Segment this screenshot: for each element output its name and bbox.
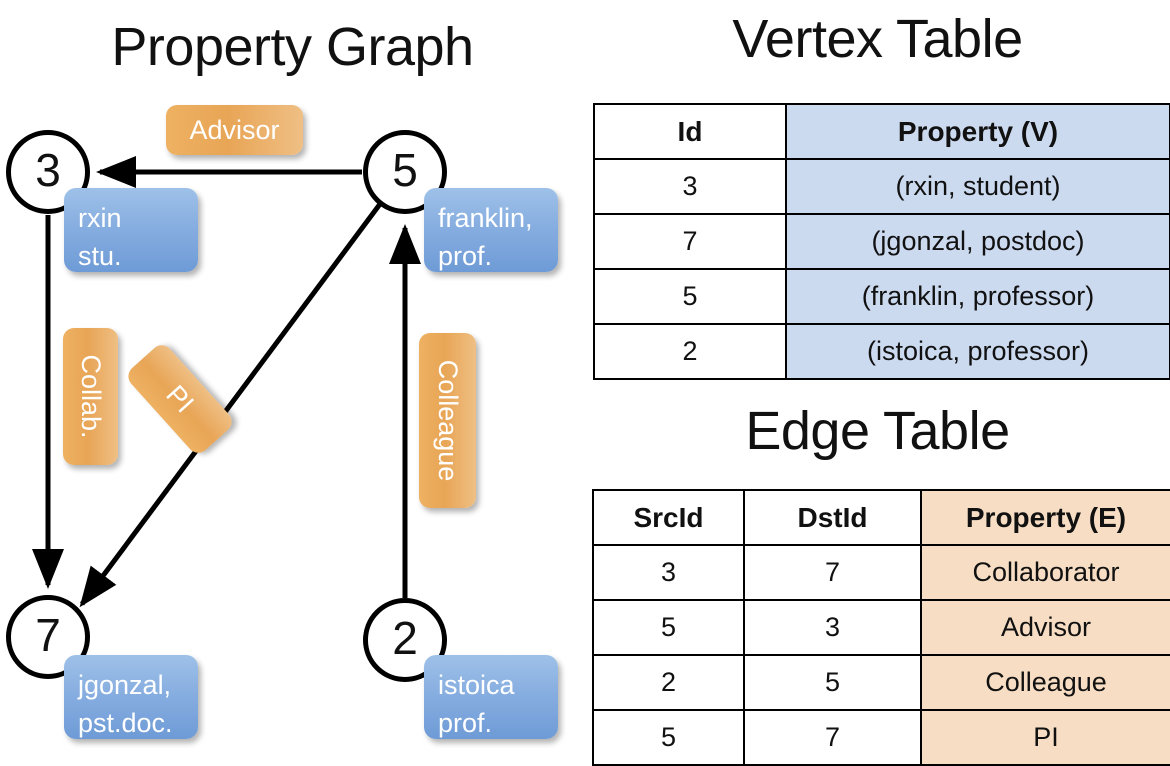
vertex-property-callout-7-line1: jgonzal, xyxy=(78,670,172,700)
graph-node-3-label: 3 xyxy=(35,144,61,196)
page-title-edge-table: Edge Table xyxy=(745,401,1010,461)
edge-table-col-srcid: SrcId xyxy=(592,489,745,546)
edge-row-3-property: PI xyxy=(920,709,1170,766)
edge-row-2-dst: 5 xyxy=(743,654,922,711)
vertex-property-callout-3-line2: stu. xyxy=(78,241,122,272)
vertex-property-callout-5-line1: franklin, xyxy=(438,203,533,233)
edge-row-0-property: Collaborator xyxy=(920,544,1170,601)
vertex-row-2-property: (franklin, professor) xyxy=(785,268,1170,325)
graph-edges-svg xyxy=(32,156,421,608)
table-row[interactable]: 7 (jgonzal, postdoc) xyxy=(593,213,1170,270)
vertex-table-col-id: Id xyxy=(593,103,787,160)
edge-row-0-dst: 7 xyxy=(743,544,922,601)
edge-row-2-src: 2 xyxy=(592,654,745,711)
table-row[interactable]: 5 7 PI xyxy=(592,709,1170,766)
vertex-row-2-id: 5 xyxy=(593,268,787,325)
vertex-row-0-property: (rxin, student) xyxy=(785,158,1170,215)
vertex-property-callout-3: rxin stu. xyxy=(64,188,198,272)
edge-row-1-src: 5 xyxy=(592,599,745,656)
vertex-row-3-property: (istoica, professor) xyxy=(785,323,1170,380)
table-row[interactable]: 3 (rxin, student) xyxy=(593,158,1170,215)
page-title-property-graph: Property Graph xyxy=(111,17,474,77)
vertex-property-callout-2-line1: istoica xyxy=(438,670,515,700)
vertex-property-callout-2-line2: prof. xyxy=(438,708,493,739)
graph-node-2-label: 2 xyxy=(392,612,418,664)
vertex-table-col-property: Property (V) xyxy=(785,103,1170,160)
vertex-property-callout-5: franklin, prof. xyxy=(424,188,558,272)
table-row[interactable]: 5 3 Advisor xyxy=(592,599,1170,656)
edge-row-2-property: Colleague xyxy=(920,654,1170,711)
edge-table-col-property: Property (E) xyxy=(920,489,1170,546)
edge-label-advisor-text: Advisor xyxy=(189,114,280,145)
vertex-property-callout-7: jgonzal, pst.doc. xyxy=(64,655,198,739)
edge-label-colleague-text: Colleague xyxy=(433,359,463,482)
edge-label-collaborator: Collab. xyxy=(63,328,118,465)
edge-row-3-dst: 7 xyxy=(743,709,922,766)
vertex-table-header-row: Id Property (V) xyxy=(593,103,1170,160)
vertex-table: Id Property (V) 3 (rxin, student) 7 (jgo… xyxy=(593,103,1170,380)
vertex-row-3-id: 2 xyxy=(593,323,787,380)
edge-table-header-row: SrcId DstId Property (E) xyxy=(592,489,1170,546)
vertex-row-1-property: (jgonzal, postdoc) xyxy=(785,213,1170,270)
vertex-property-callout-3-line1: rxin xyxy=(78,203,122,233)
table-row[interactable]: 5 (franklin, professor) xyxy=(593,268,1170,325)
vertex-row-1-id: 7 xyxy=(593,213,787,270)
table-row[interactable]: 2 5 Colleague xyxy=(592,654,1170,711)
edge-row-0-src: 3 xyxy=(592,544,745,601)
graph-node-7-label: 7 xyxy=(35,609,61,661)
edge-label-advisor: Advisor xyxy=(166,105,303,155)
table-row[interactable]: 3 7 Collaborator xyxy=(592,544,1170,601)
vertex-property-callout-2: istoica prof. xyxy=(424,655,558,739)
edge-row-3-src: 5 xyxy=(592,709,745,766)
page-title-vertex-table: Vertex Table xyxy=(732,9,1023,69)
edge-table: SrcId DstId Property (E) 3 7 Collaborato… xyxy=(592,489,1170,766)
edge-table-col-dstid: DstId xyxy=(743,489,922,546)
edge-5-to-7 xyxy=(79,202,383,608)
vertex-property-callout-5-line2: prof. xyxy=(438,241,493,272)
edge-label-colleague: Colleague xyxy=(419,333,476,508)
vertex-property-callout-7-line2: pst.doc. xyxy=(78,708,173,739)
graph-node-5-label: 5 xyxy=(392,144,418,196)
edge-row-1-property: Advisor xyxy=(920,599,1170,656)
table-row[interactable]: 2 (istoica, professor) xyxy=(593,323,1170,380)
vertex-row-0-id: 3 xyxy=(593,158,787,215)
graph-node-5[interactable] xyxy=(363,130,447,214)
edge-row-1-dst: 3 xyxy=(743,599,922,656)
graph-node-2[interactable] xyxy=(363,598,447,682)
property-graph-diagram: 3 5 7 2 rxin stu. franklin, prof. jgonza… xyxy=(0,0,585,760)
